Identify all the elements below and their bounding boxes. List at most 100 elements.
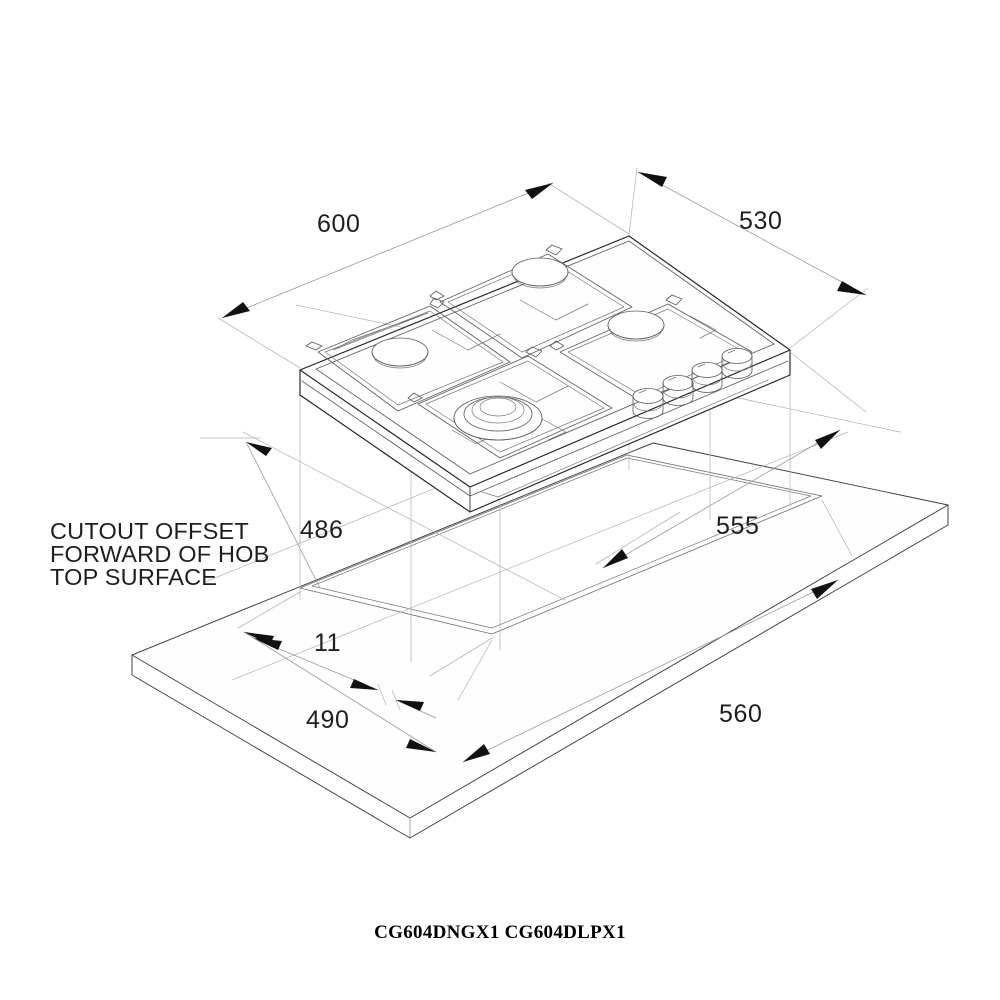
knob-4[interactable]	[721, 348, 753, 379]
dim-11-tick-b	[391, 689, 401, 711]
grate-rear-tab-b	[429, 290, 445, 301]
dim-11-tick-a	[377, 683, 387, 706]
knob-2-body	[662, 382, 694, 406]
grate-wok-ring-outer	[417, 355, 613, 459]
dim-600-arrow-end	[525, 183, 553, 199]
dimension-490: 490	[237, 591, 493, 753]
dim-555-line	[602, 429, 841, 569]
dim-560-label: 560	[719, 700, 763, 728]
dim-600-label: 600	[317, 210, 361, 238]
burner-front-wok	[453, 395, 543, 441]
cutout-outline	[299, 454, 823, 635]
hob	[299, 235, 791, 513]
dimension-555: 555	[595, 351, 867, 569]
dim-490-ext-b	[429, 637, 493, 677]
guide-iso-c	[242, 431, 566, 601]
benchtop-left-edge-face	[132, 655, 410, 838]
burner-right	[607, 310, 665, 342]
knob-1[interactable]	[632, 388, 664, 419]
dim-490-ext-a	[237, 591, 301, 629]
dim-555-label: 555	[716, 512, 760, 540]
knob-3-indicator	[697, 363, 706, 368]
knob-2-top	[662, 375, 694, 391]
dimension-11: 11	[252, 629, 437, 719]
grate-rear-tab-a	[545, 244, 563, 256]
dim-600-line	[221, 182, 554, 319]
grate-wok-cradle-b	[539, 417, 567, 441]
grate-bar-c	[499, 381, 569, 403]
burner-right-base	[609, 328, 663, 342]
dim-560-arrow-end	[811, 580, 838, 599]
dim-555-ext-a	[789, 351, 867, 413]
dim-486-arrow-start	[246, 442, 272, 456]
dim-11-arrow-b	[350, 679, 378, 690]
cutout-opening-face	[300, 455, 822, 634]
hob-right-side-face	[470, 350, 790, 512]
grate-right-tab-b	[549, 340, 565, 351]
dim-530-arrow-start	[638, 172, 667, 187]
dim-560-ext-a	[457, 639, 493, 701]
grate-left-tab-a	[305, 341, 323, 351]
dim-555-ext-b	[595, 511, 681, 565]
dim-490-arrow-end	[406, 739, 436, 752]
grate-right-tab-a	[665, 294, 683, 306]
grate-bar-b	[519, 299, 589, 321]
cutout-offset-note: CUTOUT OFFSET FORWARD OF HOB TOP SURFACE	[50, 518, 270, 590]
burner-rear-center-base	[513, 275, 567, 289]
dim-530-label: 530	[739, 207, 783, 235]
dim-530-arrow-end	[837, 281, 866, 295]
dim-530-ext-a	[628, 167, 638, 235]
wok-middle-body	[463, 413, 533, 432]
wok-core	[479, 397, 517, 417]
knob-2-ring	[663, 390, 693, 399]
hob-front-lip	[301, 360, 789, 497]
wok-outer-body	[453, 417, 543, 441]
knob-3[interactable]	[691, 362, 723, 393]
model-caption: CG604DNGX1 CG604DLPX1	[374, 922, 626, 943]
knob-2[interactable]	[662, 375, 694, 406]
dim-560-ext-b	[821, 499, 853, 557]
dim-600-arrow-start	[222, 302, 250, 318]
dim-560-line	[462, 579, 839, 763]
hob-control-knobs	[632, 348, 753, 419]
knob-2-indicator	[668, 376, 677, 381]
dim-560-arrow-start	[463, 744, 490, 762]
dim-11-label: 11	[314, 629, 341, 657]
dim-490-label: 490	[306, 706, 350, 734]
dim-530-line	[637, 171, 867, 296]
dim-600-ext-a	[217, 317, 301, 369]
dimension-486: 486	[199, 437, 344, 589]
note-line-3: TOP SURFACE	[50, 564, 217, 590]
benchtop-cutout	[299, 454, 823, 635]
grate-left	[305, 297, 511, 412]
knob-3-body	[691, 369, 723, 393]
grate-wok-tab-b	[525, 346, 543, 358]
cutout-inner-rim	[311, 457, 812, 629]
knob-4-ring	[722, 363, 752, 372]
dim-490-arrow-start	[244, 632, 274, 645]
dim-11-arrow-a	[253, 638, 282, 650]
grate-wok-tab-a	[407, 392, 423, 403]
knob-3-top	[691, 362, 723, 378]
grate-left-ring-outer	[317, 305, 511, 412]
knob-4-indicator	[727, 349, 736, 354]
dimension-530: 530	[628, 167, 869, 349]
note-line-1: CUTOUT OFFSET	[50, 518, 249, 544]
dimension-600: 600	[217, 182, 630, 369]
dim-555-arrow-end	[815, 430, 840, 449]
burner-rear-left-base	[373, 355, 427, 369]
dim-600-ext-b	[547, 182, 630, 235]
dim-486-line	[245, 441, 321, 589]
benchtop-top-face	[132, 443, 948, 818]
knob-1-indicator	[638, 389, 647, 394]
knob-4-top	[721, 348, 753, 364]
dim-486-label: 486	[300, 516, 344, 544]
hob-left-side-face	[300, 370, 470, 512]
note-line-2: FORWARD OF HOB	[50, 541, 270, 567]
grate-left-fin-a	[332, 312, 429, 351]
burner-rear-center	[511, 257, 569, 289]
dim-530-ext-b	[789, 287, 869, 349]
knob-1-body	[632, 395, 664, 419]
